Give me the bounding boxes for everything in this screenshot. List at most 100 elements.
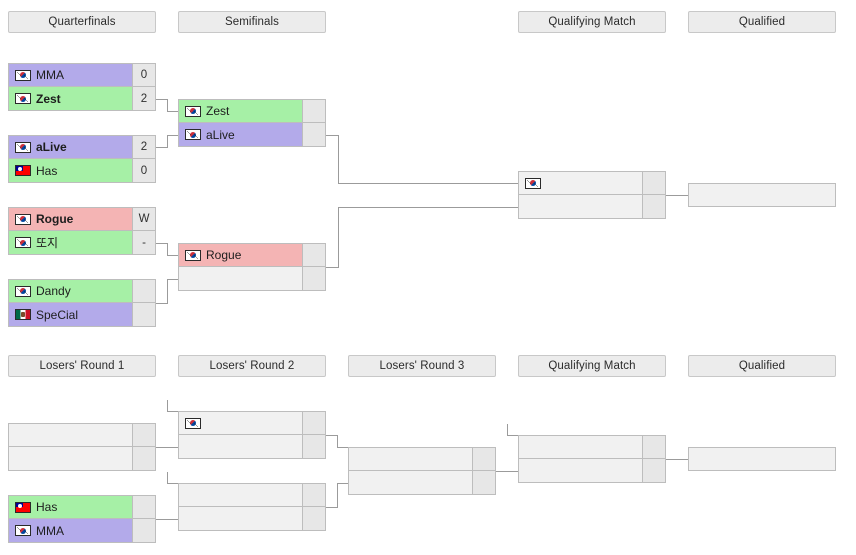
team-row[interactable]: aLive: [178, 123, 326, 147]
flag-kr-icon: [15, 141, 31, 153]
team-row[interactable]: MMA: [8, 519, 156, 543]
match-qualifying-upper[interactable]: [518, 171, 666, 219]
team-score: [132, 447, 155, 470]
team-score: 2: [132, 136, 155, 158]
team-score: [642, 436, 665, 458]
team-score: [472, 471, 495, 494]
team-row[interactable]: [518, 435, 666, 459]
team-row[interactable]: Rogue W: [8, 207, 156, 231]
team-row[interactable]: Has 0: [8, 159, 156, 183]
match-qf2[interactable]: aLive 2 Has 0: [8, 135, 156, 183]
flag-mx-icon: [15, 309, 31, 320]
match-qf3[interactable]: Rogue W 또지 -: [8, 207, 156, 255]
match-sf1[interactable]: Zest aLive: [178, 99, 326, 147]
team-name-cell: [9, 424, 132, 446]
team-name-cell: [179, 435, 302, 458]
round-header-label: Qualifying Match: [548, 16, 636, 28]
connector-line: [338, 207, 339, 268]
team-row[interactable]: [348, 447, 496, 471]
slot-qualified-lower[interactable]: [688, 447, 836, 471]
round-header-qualified-lower[interactable]: Qualified: [688, 355, 836, 377]
team-name: Dandy: [36, 284, 71, 298]
team-row[interactable]: MMA 0: [8, 63, 156, 87]
flag-kr-icon: [185, 105, 201, 117]
team-name-cell: aLive: [9, 136, 132, 158]
team-name-cell: [689, 184, 835, 206]
round-header-qualified-upper[interactable]: Qualified: [688, 11, 836, 33]
team-name: MMA: [36, 523, 64, 538]
team-score: [132, 303, 155, 326]
flag-kr-icon: [15, 237, 31, 248]
connector-line: [167, 135, 168, 148]
team-row[interactable]: [178, 435, 326, 459]
team-row[interactable]: Has: [8, 495, 156, 519]
flag-kr-icon: [525, 177, 541, 189]
team-name-cell: [179, 507, 302, 530]
round-header-quarterfinals[interactable]: Quarterfinals: [8, 11, 156, 33]
round-header-qualifying-match-upper[interactable]: Qualifying Match: [518, 11, 666, 33]
round-header-losers-round-1[interactable]: Losers' Round 1: [8, 355, 156, 377]
match-sf2[interactable]: Rogue: [178, 243, 326, 291]
team-row[interactable]: [348, 471, 496, 495]
round-header-losers-round-3[interactable]: Losers' Round 3: [348, 355, 496, 377]
connector-line: [326, 135, 338, 136]
flag-kr-icon: [15, 93, 31, 104]
team-score: [302, 100, 325, 122]
connector-line: [167, 243, 168, 256]
team-name-cell: [179, 484, 302, 506]
team-score: [302, 435, 325, 458]
team-name: aLive: [206, 127, 235, 142]
team-row[interactable]: aLive 2: [8, 135, 156, 159]
team-score: -: [132, 231, 155, 254]
team-row[interactable]: SpeCial: [8, 303, 156, 327]
team-name: MMA: [36, 68, 64, 82]
round-header-semifinals[interactable]: Semifinals: [178, 11, 326, 33]
team-row[interactable]: Dandy: [8, 279, 156, 303]
team-name-cell: Has: [9, 496, 132, 518]
match-qf4[interactable]: Dandy SpeCial: [8, 279, 156, 327]
round-header-label: Losers' Round 1: [39, 360, 125, 372]
flag-kr-icon: [185, 417, 201, 429]
team-row[interactable]: Zest 2: [8, 87, 156, 111]
flag-tw-icon: [15, 501, 31, 513]
match-qualifying-lower[interactable]: [518, 435, 666, 483]
match-lr1-2[interactable]: Has MMA: [8, 495, 156, 543]
flag-tw-icon: [15, 165, 31, 176]
team-row[interactable]: [518, 459, 666, 483]
team-row[interactable]: [8, 423, 156, 447]
match-qf1[interactable]: MMA 0 Zest 2: [8, 63, 156, 111]
connector-line: [156, 99, 167, 100]
team-name: Has: [36, 163, 58, 178]
team-name: SpeCial: [36, 307, 79, 322]
team-name-cell: Zest: [9, 87, 132, 110]
team-row[interactable]: [518, 171, 666, 195]
round-header-label: Losers' Round 3: [379, 360, 465, 372]
team-row[interactable]: [8, 447, 156, 471]
connector-line: [156, 243, 167, 244]
team-row[interactable]: [178, 507, 326, 531]
team-row[interactable]: Rogue: [178, 243, 326, 267]
team-name-cell: Zest: [179, 100, 302, 122]
team-row[interactable]: [178, 411, 326, 435]
slot-qualified-upper[interactable]: [688, 183, 836, 207]
round-header-losers-round-2[interactable]: Losers' Round 2: [178, 355, 326, 377]
team-row[interactable]: [178, 267, 326, 291]
connector-line: [156, 303, 167, 304]
team-row[interactable]: 또지 -: [8, 231, 156, 255]
team-row[interactable]: [518, 195, 666, 219]
connector-line: [156, 447, 178, 448]
match-lr2-1[interactable]: [178, 411, 326, 459]
flag-kr-icon: [15, 285, 31, 297]
match-lr2-2[interactable]: [178, 483, 326, 531]
team-row[interactable]: Zest: [178, 99, 326, 123]
team-row[interactable]: [178, 483, 326, 507]
team-score: 2: [132, 87, 155, 110]
match-lr3-1[interactable]: [348, 447, 496, 495]
team-name-cell: [519, 195, 642, 218]
connector-line: [167, 279, 168, 304]
team-row[interactable]: [688, 183, 836, 207]
round-header-qualifying-match-lower[interactable]: Qualifying Match: [518, 355, 666, 377]
connector-line: [337, 435, 338, 448]
match-lr1-1[interactable]: [8, 423, 156, 471]
team-row[interactable]: [688, 447, 836, 471]
